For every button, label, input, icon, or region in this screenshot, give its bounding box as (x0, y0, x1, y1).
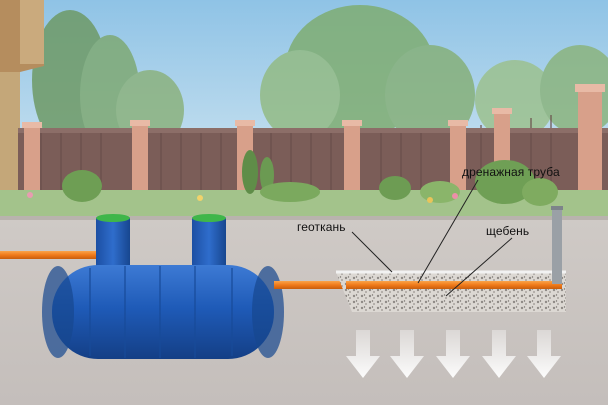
arrow-down-icon (346, 330, 561, 378)
drainage-pipe (346, 281, 562, 289)
tank-lid-left (96, 214, 130, 222)
tank-lid-right (192, 214, 226, 222)
label-gravel: щебень (486, 224, 530, 238)
label-drainage-pipe: дренажная труба (462, 165, 560, 179)
house-wall (0, 0, 44, 200)
shrubs (27, 150, 558, 206)
label-leader-lines (351, 179, 513, 297)
outlet-pipe (274, 281, 346, 289)
tank-body (52, 265, 274, 359)
ground-surface (0, 216, 608, 220)
vent-riser (552, 208, 562, 284)
inlet-pipe (0, 251, 98, 259)
label-geotextile: геоткань (297, 220, 346, 234)
septic-tank (42, 214, 284, 359)
